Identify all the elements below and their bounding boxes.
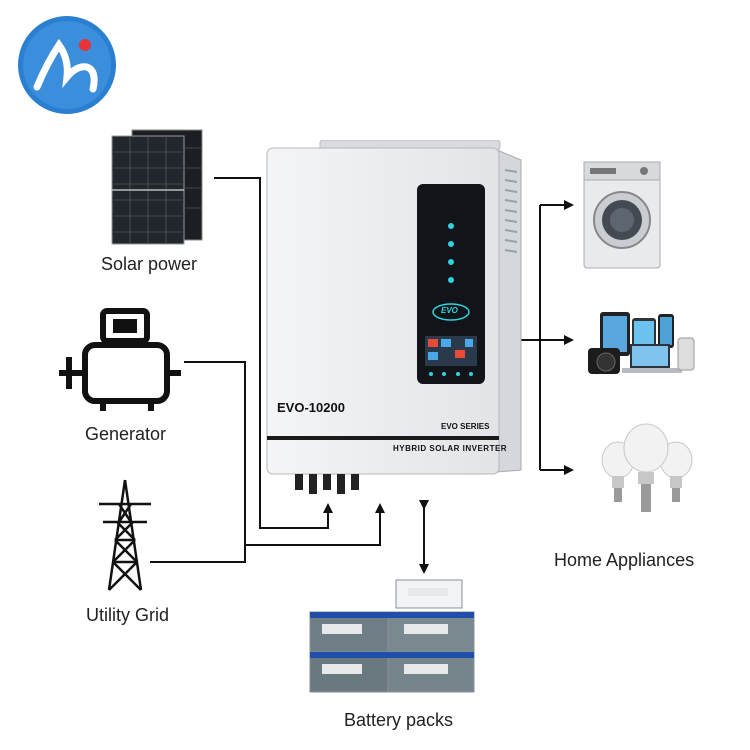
display-logo-text: EVO bbox=[441, 306, 458, 315]
washing-machine-icon bbox=[582, 160, 662, 270]
grid-connection-line bbox=[150, 503, 385, 563]
utility-grid-label: Utility Grid bbox=[86, 605, 170, 625]
inverter-model-label: EVO-10200 bbox=[277, 400, 345, 415]
brand-logo bbox=[17, 15, 117, 115]
solar-connection-line bbox=[214, 177, 333, 529]
solar-power-label: Solar power bbox=[101, 254, 198, 274]
hybrid-inverter: EVO EVO-10200 EVO SERIES HYBRID SOLAR IN… bbox=[265, 140, 527, 495]
battery-packs-label: Battery packs bbox=[344, 710, 454, 730]
home-appliances-label: Home Appliances bbox=[554, 550, 695, 570]
light-bulbs-icon bbox=[596, 418, 696, 518]
utility-tower-icon bbox=[95, 478, 155, 593]
electronics-icon bbox=[586, 308, 698, 384]
generator-label: Generator bbox=[85, 424, 167, 444]
solar-panel-icon bbox=[110, 128, 203, 245]
inverter-series-label: EVO SERIES bbox=[441, 422, 490, 431]
generator-icon bbox=[55, 305, 185, 415]
inverter-type-label: HYBRID SOLAR INVERTER bbox=[393, 444, 508, 453]
generator-connection-line bbox=[184, 361, 246, 562]
battery-packs-icon bbox=[308, 576, 476, 696]
